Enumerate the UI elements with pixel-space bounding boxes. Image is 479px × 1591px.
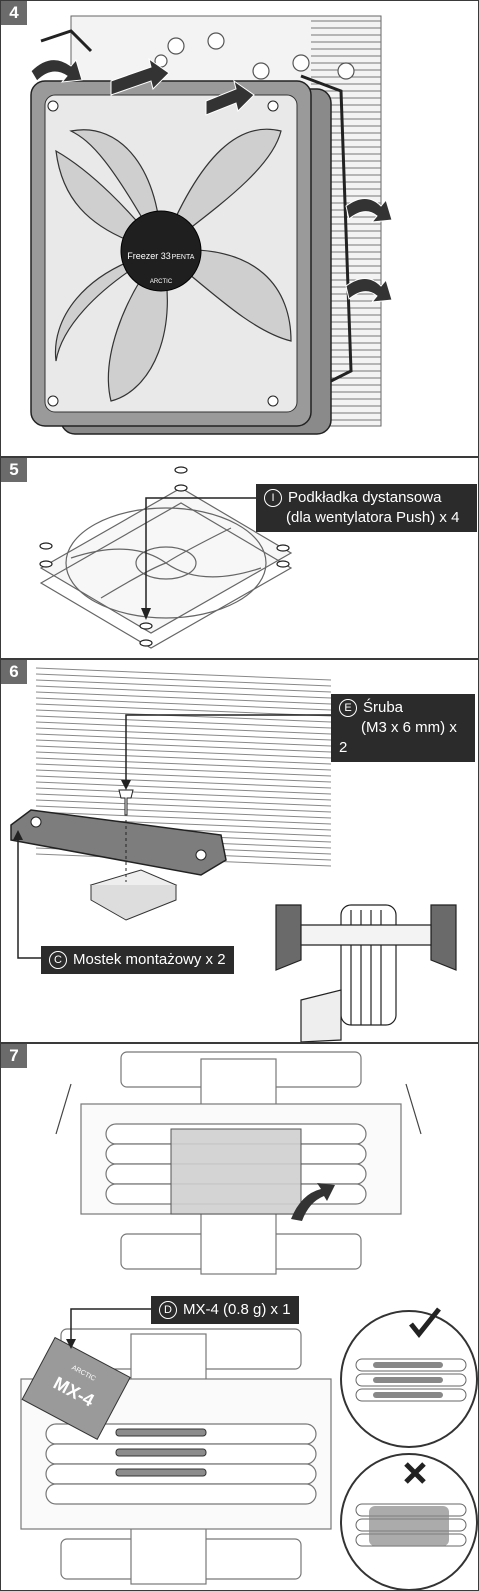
paste-tube: MX-4 ARCTIC [21,1336,131,1440]
spacer-label-line1: Podkładka dystansowa [288,489,442,506]
lower-base-view [20,1328,332,1585]
fan-clip-wire [40,29,353,383]
callout-leader-paste [70,1308,151,1344]
fan-hub [120,210,202,292]
heatsink-fins-6 [35,667,332,867]
paste-letter: D [159,1301,177,1319]
fan-corner-holes [47,100,279,407]
step-6-panel: 6 E Śruba (M3 x 6 mm) x 2 C Mostek montażo… [0,659,479,1043]
spacer-letter: I [264,489,282,507]
step-5-illustration [39,466,293,649]
fan-outline-perspective [39,487,293,649]
paste-label: D MX-4 (0.8 g) x 1 [151,1296,299,1324]
screw-label-line2: (M3 x 6 mm) x 2 [339,719,457,756]
incorrect-example [340,1453,478,1590]
screw-letter: E [339,699,357,717]
direction-arrows [30,57,393,303]
bridge-label-text: Mostek montażowy x 2 [73,951,226,968]
spacer-washers [39,466,290,647]
checkmark-icon [409,1307,441,1339]
step-7-number: 7 [1,1044,27,1068]
step-5-number: 5 [1,458,27,482]
callout-leader-5 [145,497,256,613]
fan-brand-text: ARCTIC [150,279,173,285]
paste-lines [115,1428,207,1477]
callout-leader-bracket [17,835,41,959]
peel-arrow [291,1183,335,1221]
screw [118,789,134,816]
step-5-panel: 5 I Podkładka dystansowa (dla wentylatora… [0,457,479,659]
step-7-illustration: MX-4 ARCTIC [20,1051,478,1590]
spacer-label: I Podkładka dystansowa (dla wentylatora P… [256,484,477,532]
step-6-illustration [10,667,457,1042]
step-7-panel: 7 [0,1043,479,1591]
step-4-illustration: Freezer 33 PENTA ARCTIC [30,15,393,435]
mounting-bracket [10,809,227,876]
bridge-label: C Mostek montażowy x 2 [41,946,234,974]
screw-label: E Śruba (M3 x 6 mm) x 2 [331,694,475,762]
step-4-panel: 4 Freezer 33 PENTA ARCTIC [0,0,479,457]
paste-label-text: MX-4 (0.8 g) x 1 [183,1301,291,1318]
bridge-letter: C [49,951,67,969]
screw-label-line1: Śruba [363,699,404,716]
callout-leader-screw [125,714,331,785]
protective-film [170,1128,302,1215]
fan-edition-text: PENTA [172,254,195,261]
correct-example [340,1307,478,1448]
spacer-label-line2: (dla wentylatora Push) x 4 [286,509,460,526]
right-bracket-assembly [275,904,457,1042]
fan-model-text: Freezer 33 [127,251,171,261]
cross-icon [404,1462,426,1484]
step-4-number: 4 [1,1,27,25]
step-6-number: 6 [1,660,27,684]
